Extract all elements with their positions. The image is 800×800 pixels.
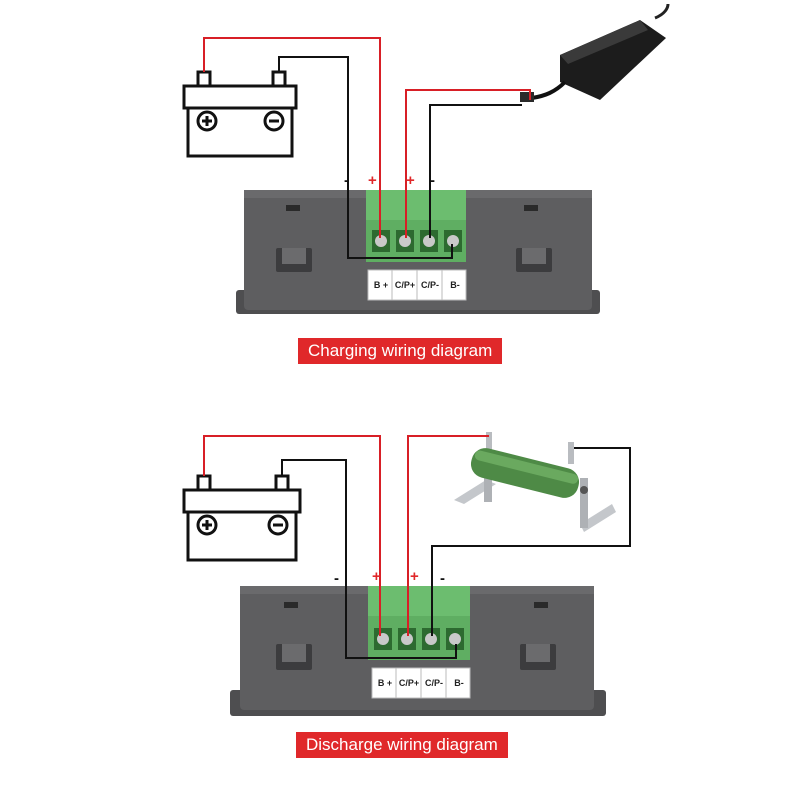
terminal-label-b-plus: B + <box>377 678 393 688</box>
load-resistor-icon <box>454 432 616 532</box>
sign-battery-positive: + <box>372 568 381 585</box>
sign-battery-negative: - <box>334 570 339 587</box>
terminal-label-cp-plus: C/P+ <box>394 280 416 290</box>
battery-icon <box>182 474 302 562</box>
terminal-label-cp-minus: C/P- <box>421 280 439 290</box>
terminal-block <box>366 190 466 262</box>
sign-battery-positive: + <box>368 172 377 189</box>
terminal-label-b-minus: B- <box>450 280 460 290</box>
power-adapter-icon <box>520 3 670 102</box>
discharge-caption: Discharge wiring diagram <box>296 732 508 758</box>
sign-battery-negative: - <box>344 172 349 189</box>
terminal-label-b-plus: B + <box>373 280 389 290</box>
wires <box>203 435 631 659</box>
discharge-panel: - + + - B + C/P+ C/P- B- Discharge wirin… <box>0 400 800 800</box>
sign-load-negative: - <box>440 570 445 587</box>
terminal-label-cp-plus: C/P+ <box>398 678 420 688</box>
wires <box>203 37 531 259</box>
charging-panel: - + + - B + C/P+ C/P- B- Charging wiring… <box>182 3 670 364</box>
sign-source-positive: + <box>406 172 415 189</box>
sign-load-positive: + <box>410 568 419 585</box>
sign-source-negative: - <box>430 172 435 189</box>
terminal-block <box>368 586 470 660</box>
battery-icon <box>182 70 298 158</box>
terminal-label-b-minus: B- <box>454 678 464 688</box>
terminal-label-cp-minus: C/P- <box>425 678 443 688</box>
charging-caption: Charging wiring diagram <box>298 338 503 364</box>
charging-diagram <box>182 3 670 314</box>
discharge-diagram <box>182 432 631 716</box>
